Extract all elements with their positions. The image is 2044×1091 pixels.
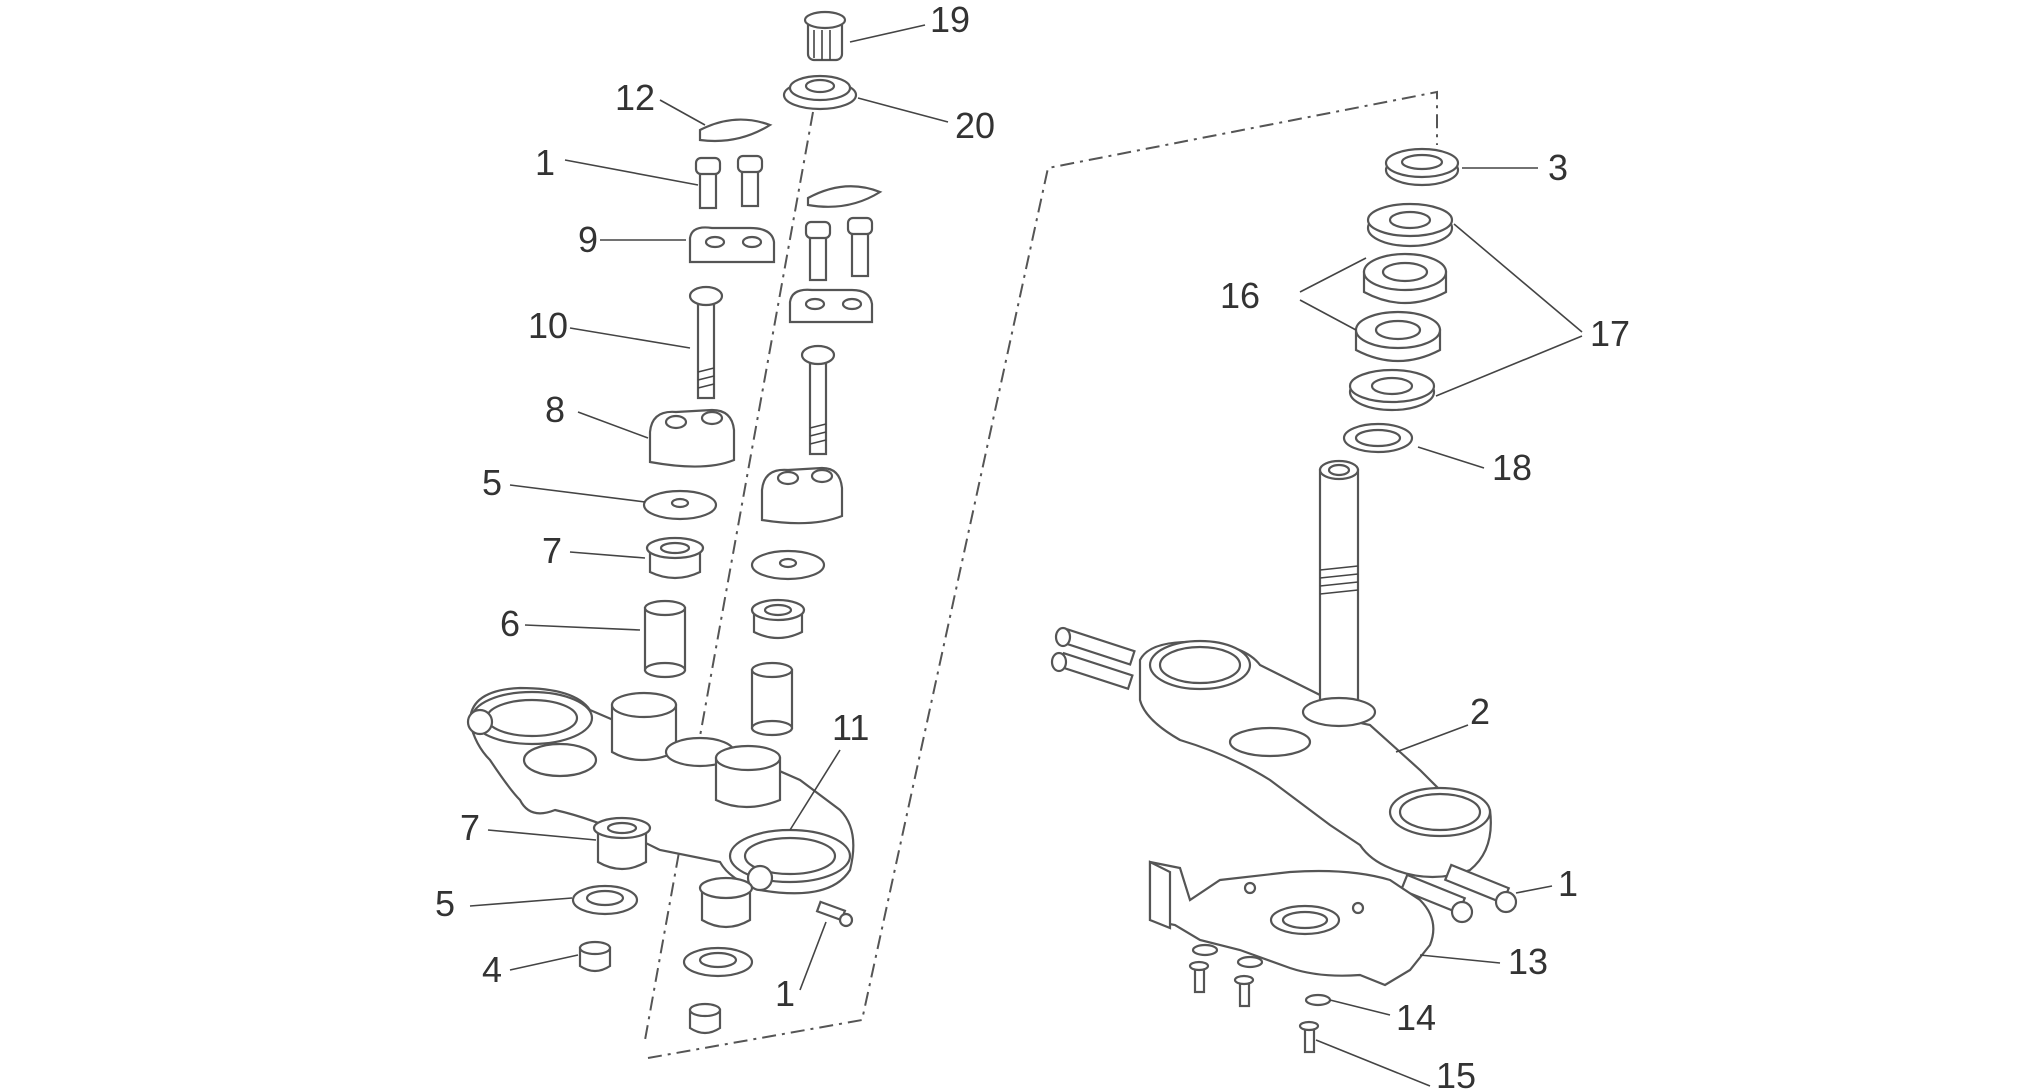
callout-9: 9: [578, 219, 598, 260]
part-18-washer: [1342, 422, 1414, 454]
part-1-bolts-right: [804, 216, 874, 282]
part-10-long-bolt-right: [800, 344, 836, 456]
callout-10: 10: [528, 305, 568, 346]
part-1-small-screw-yoke: [815, 900, 854, 928]
leader-lines: [469, 24, 1583, 1087]
part-4-nut-left: [578, 940, 612, 973]
part-7-bushing-left-top: [645, 536, 705, 580]
part-7-bushing-left-bottom: [592, 816, 652, 871]
callout-3: 3: [1548, 147, 1568, 188]
part-12-cap-right: [806, 185, 883, 208]
part-14-washers: [1191, 943, 1332, 1007]
callout-15: 15: [1436, 1055, 1476, 1091]
part-16-bearing-bottom: [1354, 310, 1442, 363]
callout-16: 16: [1220, 275, 1260, 316]
callout-13: 13: [1508, 941, 1548, 982]
center-axis-dash: [644, 111, 814, 1041]
part-19-cap: [803, 10, 847, 62]
part-1-pinch-bolts-lower: [1399, 863, 1518, 924]
callout-labels: 19 20 12 1 9 10 8 5 7 6 11 7 5 4 1 3 16 …: [435, 0, 1630, 1091]
callout-20: 20: [955, 105, 995, 146]
callout-5-lower: 5: [435, 883, 455, 924]
part-16-bearing-top: [1362, 252, 1448, 305]
part-12-cap: [698, 118, 773, 143]
callout-8: 8: [545, 389, 565, 430]
callout-5-upper: 5: [482, 462, 502, 503]
callout-1-bottom-left: 1: [775, 973, 795, 1014]
callout-2: 2: [1470, 691, 1490, 732]
part-5-washer-right-top: [750, 549, 826, 581]
part-17-seal-bottom: [1348, 368, 1436, 412]
part-9-clamp-left: [688, 226, 776, 264]
callout-19: 19: [930, 0, 970, 40]
callout-11: 11: [832, 707, 869, 748]
callout-4: 4: [482, 949, 502, 990]
part-7-bushing-right-bottom: [698, 876, 754, 929]
part-1-bolts-left: [694, 154, 764, 210]
part-5-washer-left-top: [642, 489, 718, 521]
part-5-washer-left-bottom: [571, 884, 639, 916]
part-10-long-bolt-left: [688, 285, 724, 400]
part-20-nut: [782, 74, 858, 111]
part-9-clamp-right: [788, 288, 874, 324]
callout-7-upper: 7: [542, 530, 562, 571]
part-11-top-yoke: [466, 686, 855, 895]
part-3-ring-nut: [1384, 147, 1460, 187]
part-7-bushing-right-top: [750, 598, 806, 640]
part-8-riser-left: [648, 408, 736, 468]
callout-17: 17: [1590, 313, 1630, 354]
part-6-spacer-right: [750, 661, 794, 737]
part-8-riser-right: [760, 466, 844, 525]
part-4-nut-right: [688, 1002, 722, 1035]
callout-14: 14: [1396, 997, 1436, 1038]
callout-1-top-left: 1: [535, 142, 555, 183]
part-5-washer-right-bottom: [682, 946, 754, 978]
part-17-seal-top: [1366, 202, 1454, 248]
part-2-stem-and-bottom-yoke: [1138, 459, 1492, 879]
part-6-spacer-left: [643, 599, 687, 679]
callout-12: 12: [615, 77, 655, 118]
callout-7-lower: 7: [460, 807, 480, 848]
part-15-screws: [1188, 960, 1320, 1054]
callout-6: 6: [500, 603, 520, 644]
callout-18: 18: [1492, 447, 1532, 488]
callout-1-right: 1: [1558, 863, 1578, 904]
part-1-pinch-bolts-upper: [1050, 626, 1136, 691]
part-13-plate: [1148, 860, 1435, 987]
